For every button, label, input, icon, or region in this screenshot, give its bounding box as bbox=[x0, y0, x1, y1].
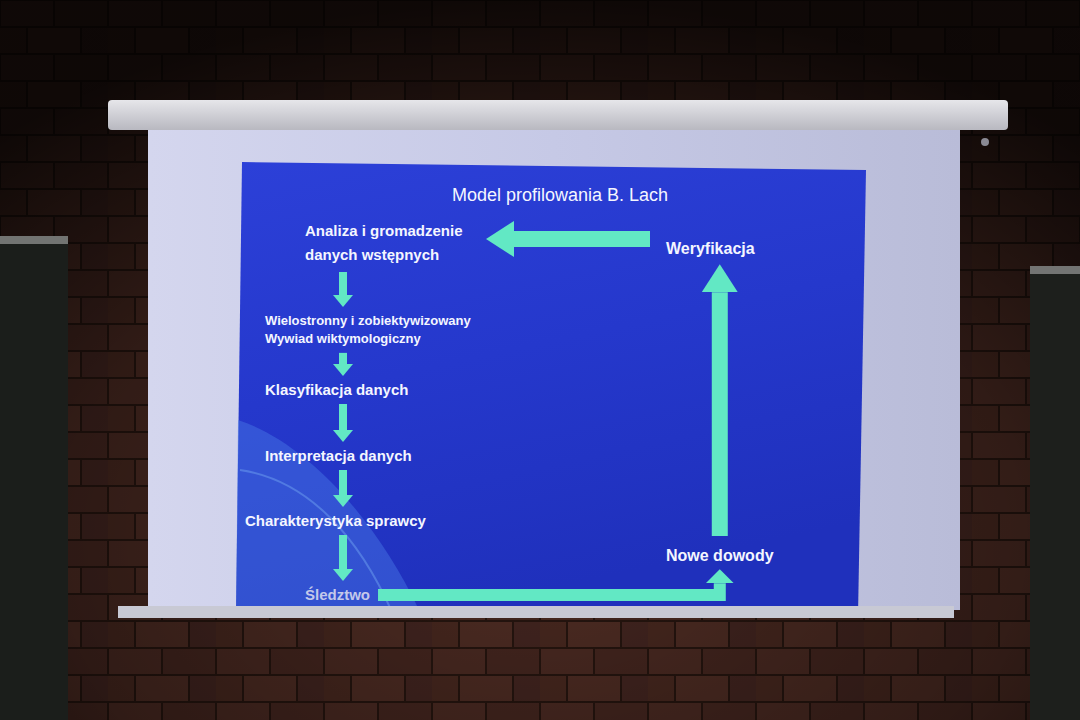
slide-swoosh-line bbox=[240, 470, 392, 612]
speaker-panel bbox=[1030, 266, 1080, 720]
flow-arrow bbox=[339, 404, 347, 430]
flow-arrow bbox=[514, 231, 650, 247]
step-text: Klasyfikacja danych bbox=[265, 381, 408, 399]
step-text: Wielostronny i zobiektywizowany Wywiad w… bbox=[265, 312, 510, 348]
process-step: Charakterystyka sprawcy bbox=[245, 512, 426, 530]
flow-arrow bbox=[339, 535, 347, 569]
slide-title: Model profilowania B. Lach bbox=[360, 185, 760, 206]
step-text: Weryfikacja bbox=[666, 239, 755, 258]
step-text: Śledztwo bbox=[305, 586, 370, 604]
process-step: Wielostronny i zobiektywizowany Wywiad w… bbox=[265, 312, 510, 348]
screen-case bbox=[108, 100, 1008, 130]
process-step: Analiza i gromadzenie danych wstępnych bbox=[305, 219, 480, 267]
step-text: Interpretacja danych bbox=[265, 447, 412, 465]
step-text: Analiza i gromadzenie danych wstępnych bbox=[305, 219, 480, 267]
step-text: Charakterystyka sprawcy bbox=[245, 512, 426, 530]
process-step: Klasyfikacja danych bbox=[265, 381, 408, 399]
screen-bottom-bar bbox=[118, 606, 954, 618]
process-step: Śledztwo bbox=[305, 586, 370, 604]
flow-arrow bbox=[712, 292, 728, 536]
step-text: Nowe dowody bbox=[666, 546, 774, 565]
speaker-edge bbox=[0, 236, 68, 244]
flow-arrow bbox=[339, 272, 347, 295]
speaker-panel bbox=[0, 236, 68, 720]
process-step: Weryfikacja bbox=[666, 239, 755, 258]
flow-arrow bbox=[378, 583, 720, 595]
process-step: Interpretacja danych bbox=[265, 447, 412, 465]
process-step: Nowe dowody bbox=[666, 546, 774, 565]
flow-arrow bbox=[339, 353, 347, 364]
slide bbox=[236, 162, 866, 616]
speaker-edge bbox=[1030, 266, 1080, 274]
screen-knob bbox=[981, 138, 989, 146]
flow-arrow bbox=[339, 470, 347, 495]
